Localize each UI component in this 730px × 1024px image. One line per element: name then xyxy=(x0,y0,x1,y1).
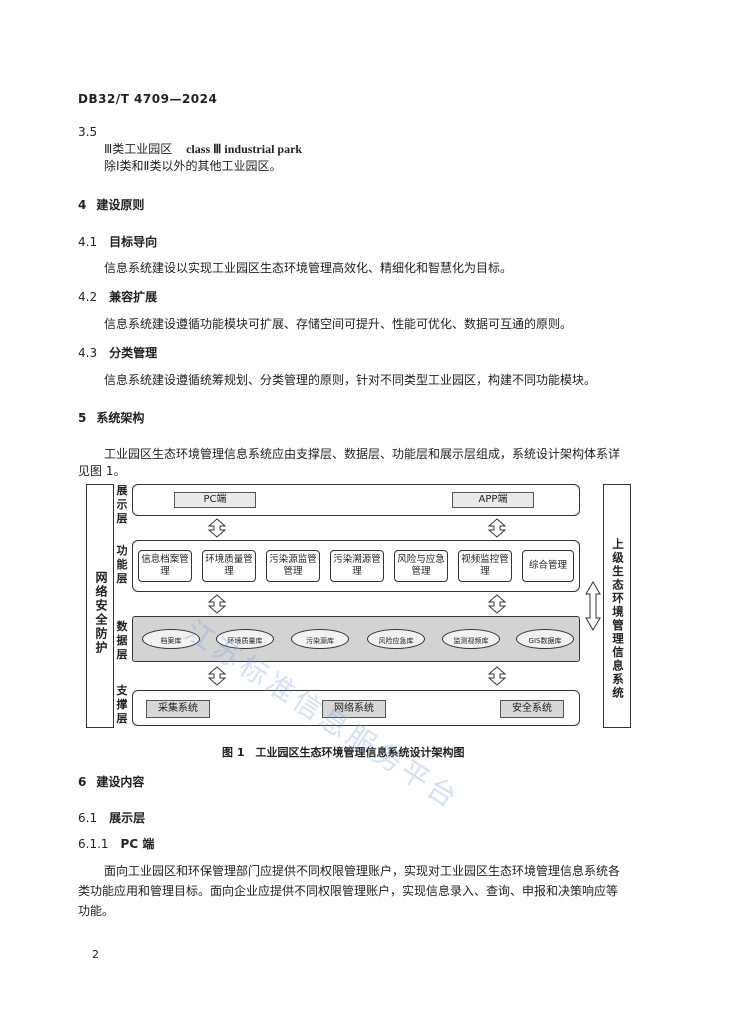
upper-system-box: 上级生态环境管理信息系统 xyxy=(603,484,631,728)
function-module: 视频监控管理 xyxy=(458,550,512,582)
database-label: 风险应急库 xyxy=(378,637,414,645)
term-en: class Ⅲ industrial park xyxy=(186,142,303,156)
function-module: 环境质量管理 xyxy=(202,550,256,582)
section-4-3-heading: 4.3 分类管理 xyxy=(78,345,157,361)
term-definition: 除Ⅰ类和Ⅱ类以外的其他工业园区。 xyxy=(104,159,282,173)
section-title: 系统架构 xyxy=(96,411,145,425)
section-5-body-line2: 见图 1。 xyxy=(78,464,126,478)
vertical-arrow-icon xyxy=(207,666,227,686)
section-number: 5 xyxy=(78,411,87,425)
data-layer-box xyxy=(132,616,580,662)
function-module: 综合管理 xyxy=(522,550,574,582)
vertical-arrow-icon xyxy=(487,594,507,614)
section-title: 目标导向 xyxy=(109,235,158,249)
data-layer-label: 数据层 xyxy=(116,620,128,661)
section-title: 分类管理 xyxy=(109,346,158,360)
function-module: 污染溯源管理 xyxy=(330,550,384,582)
section-4-1-heading: 4.1 目标导向 xyxy=(78,234,157,250)
database-label: 环境质量库 xyxy=(227,637,263,645)
database-label: 档案库 xyxy=(160,637,182,645)
database-label: 监测视频库 xyxy=(453,637,489,645)
section-4-heading: 4 建设原则 xyxy=(78,197,144,213)
vertical-arrow-icon xyxy=(207,518,227,538)
app-item: APP端 xyxy=(452,492,534,508)
section-number: 4.1 xyxy=(78,235,98,249)
section-title: PC 端 xyxy=(120,837,155,851)
function-module: 污染源监管管理 xyxy=(266,550,320,582)
network-security-box: 网络安全防护 xyxy=(86,484,114,728)
architecture-figure: 网络安全防护 上级生态环境管理信息系统 展示层 PC端 APP端 功能层 信息档… xyxy=(86,484,631,730)
figure-caption: 图 1 工业园区生态环境管理信息系统设计架构图 xyxy=(222,746,465,759)
section-title: 建设内容 xyxy=(96,775,145,789)
vertical-arrow-icon xyxy=(207,594,227,614)
section-number: 6.1.1 xyxy=(78,837,109,851)
section-title: 展示层 xyxy=(109,811,146,825)
database-item: 风险应急库 xyxy=(367,629,425,649)
section-4-2-body: 信息系统建设遵循功能模块可扩展、存储空间可提升、性能可优化、数据可互通的原则。 xyxy=(104,317,573,331)
section-number: 4.2 xyxy=(78,290,98,304)
term-cn: Ⅲ类工业园区 xyxy=(104,142,173,156)
section-3-5-number: 3.5 xyxy=(78,125,98,139)
section-6-1-1-heading: 6.1.1 PC 端 xyxy=(78,836,154,852)
section-5-body-line1: 工业园区生态环境管理信息系统应由支撑层、数据层、功能层和展示层组成，系统设计架构… xyxy=(104,447,621,461)
section-title: 建设原则 xyxy=(96,198,145,212)
upper-system-label: 上级生态环境管理信息系统 xyxy=(611,538,625,700)
function-layer-label: 功能层 xyxy=(116,544,128,585)
section-4-2-heading: 4.2 兼容扩展 xyxy=(78,289,157,305)
database-item: 环境质量库 xyxy=(216,629,274,649)
section-6-1-1-line1: 面向工业园区和环保管理部门应提供不同权限管理账户，实现对工业园区生态环境管理信息… xyxy=(104,864,621,878)
network-security-label: 网络安全防护 xyxy=(94,571,108,655)
support-layer-label: 支撑层 xyxy=(116,684,128,725)
section-5-heading: 5 系统架构 xyxy=(78,410,144,426)
support-system: 安全系统 xyxy=(500,700,564,718)
section-number: 6.1 xyxy=(78,811,98,825)
page-number: 2 xyxy=(92,948,99,961)
section-number: 4 xyxy=(78,198,87,212)
section-6-1-1-line3: 功能。 xyxy=(78,904,115,918)
database-item: GIS数据库 xyxy=(516,629,574,649)
support-system: 网络系统 xyxy=(322,700,386,718)
pc-item: PC端 xyxy=(174,492,256,508)
vertical-arrow-icon xyxy=(487,666,507,686)
function-module: 风险与应急管理 xyxy=(394,550,448,582)
bidirectional-arrow-icon xyxy=(585,581,601,631)
section-number: 6 xyxy=(78,775,87,789)
section-6-1-1-line2: 类功能应用和管理目标。面向企业应提供不同权限管理账户，实现信息录入、查询、申报和… xyxy=(78,884,619,898)
database-label: 污染源库 xyxy=(306,637,334,645)
function-module: 信息档案管理 xyxy=(138,550,192,582)
database-item: 档案库 xyxy=(142,629,200,649)
section-4-1-body: 信息系统建设以实现工业园区生态环境管理高效化、精细化和智慧化为目标。 xyxy=(104,261,513,275)
support-system: 采集系统 xyxy=(146,700,210,718)
section-title: 兼容扩展 xyxy=(109,290,158,304)
term-3-5: Ⅲ类工业园区 class Ⅲ industrial park xyxy=(104,141,302,157)
section-4-3-body: 信息系统建设遵循统筹规划、分类管理的原则，针对不同类型工业园区，构建不同功能模块… xyxy=(104,373,597,387)
database-item: 监测视频库 xyxy=(442,629,500,649)
database-item: 污染源库 xyxy=(291,629,349,649)
section-number: 4.3 xyxy=(78,346,98,360)
database-label: GIS数据库 xyxy=(528,637,562,645)
document-header: DB32/T 4709—2024 xyxy=(78,92,218,106)
vertical-arrow-icon xyxy=(487,518,507,538)
section-6-1-heading: 6.1 展示层 xyxy=(78,810,145,826)
display-layer-label: 展示层 xyxy=(116,484,128,525)
section-6-heading: 6 建设内容 xyxy=(78,774,144,790)
